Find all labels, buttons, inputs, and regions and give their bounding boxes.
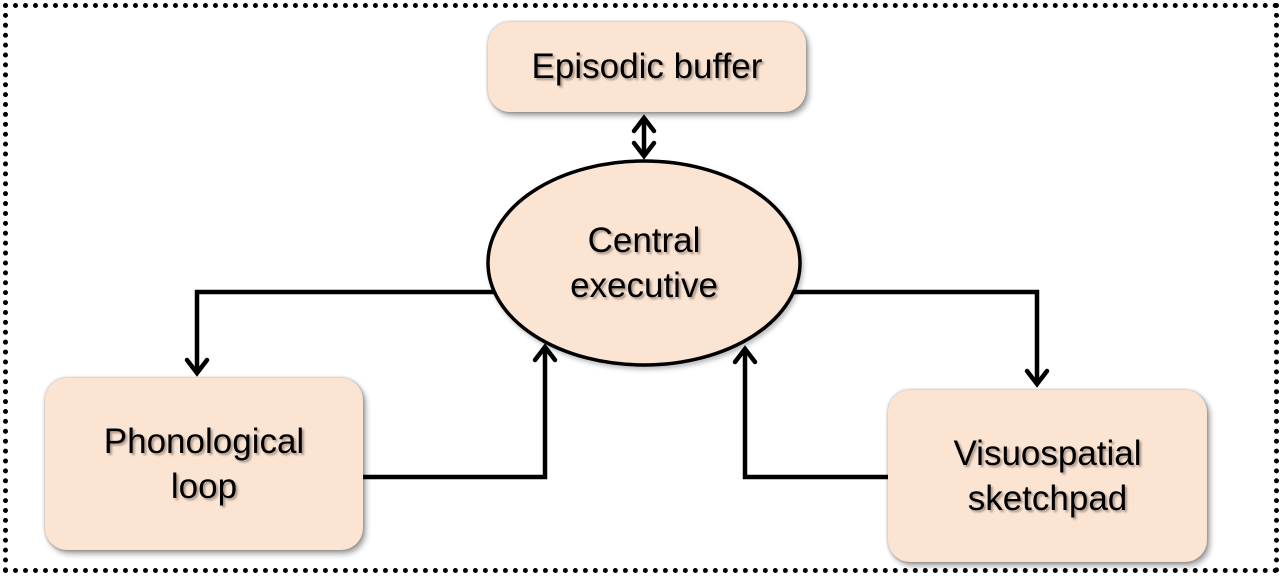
node-episodic-buffer-label: Episodic buffer (531, 47, 763, 87)
node-central-executive-line2: executive (570, 266, 718, 305)
node-phonological-loop: Phonological loop (45, 378, 363, 550)
node-phonological-loop-label: Phonological loop (104, 419, 304, 510)
node-visuospatial-sketchpad-label: Visuospatial sketchpad (953, 431, 1141, 522)
node-phonological-loop-line1: Phonological (103, 421, 305, 461)
arrow-central-to-visuospatial (783, 289, 1050, 388)
node-episodic-buffer: Episodic buffer (488, 22, 806, 112)
arrow-visuospatial-to-central (732, 345, 890, 480)
node-central-executive-shape (486, 159, 802, 367)
node-visuospatial-sketchpad-line1: Visuospatial (953, 433, 1142, 473)
node-visuospatial-sketchpad: Visuospatial sketchpad (888, 390, 1207, 562)
node-central-executive-label: Central executive (488, 160, 800, 366)
arrow-central-to-phonological (184, 289, 505, 377)
node-central-executive-line1: Central (587, 220, 701, 260)
node-visuospatial-sketchpad-line2: sketchpad (967, 479, 1128, 518)
node-phonological-loop-line2: loop (170, 467, 238, 506)
arrow-phonological-to-central (359, 343, 558, 480)
